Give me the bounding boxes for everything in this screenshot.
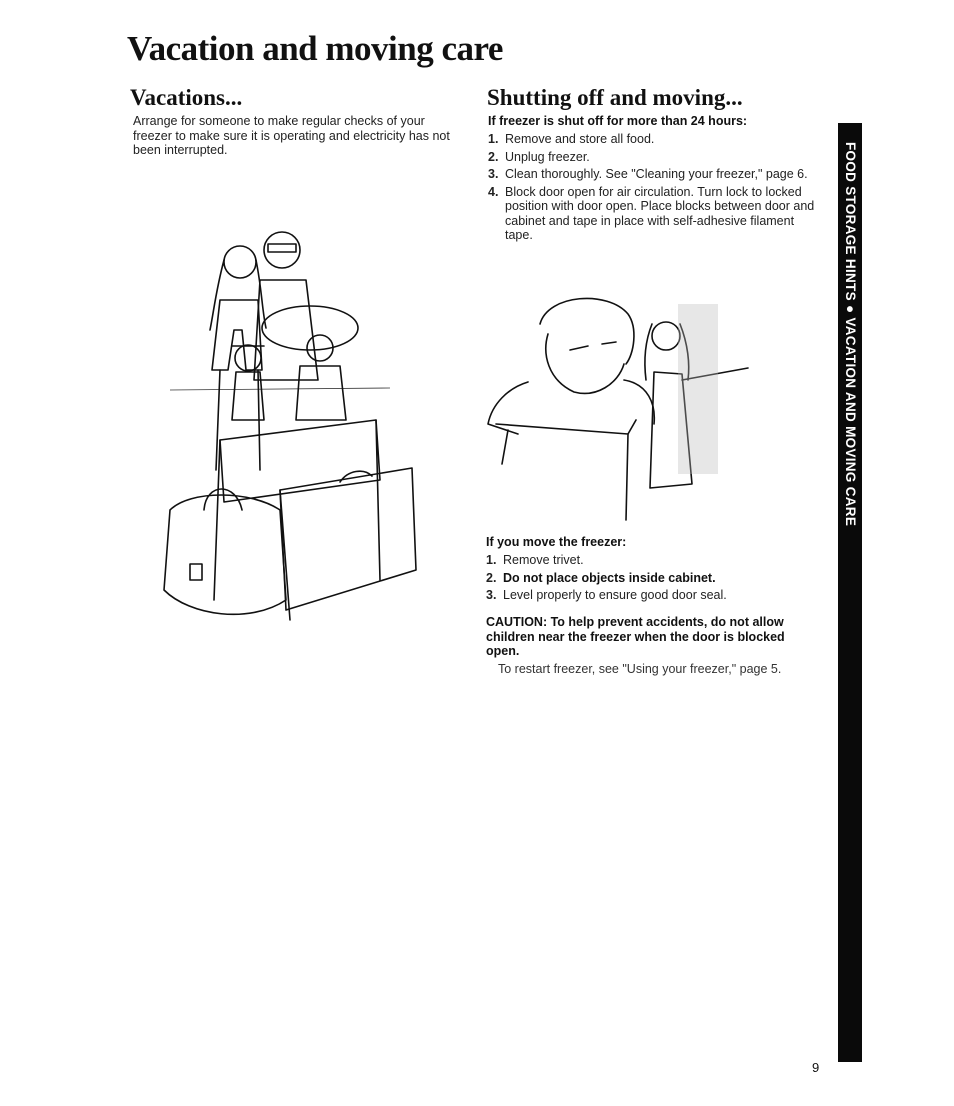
step-number: 4. — [488, 184, 499, 199]
freezer-moving-illustration — [478, 284, 768, 530]
shutoff-subhead: If freezer is shut off for more than 24 … — [488, 114, 748, 128]
list-item: 3. Level properly to ensure good door sea… — [486, 588, 816, 603]
step-number: 1. — [486, 553, 497, 567]
list-item: 2. Do not place objects inside cabinet. — [486, 571, 816, 586]
list-item: 4. Block door open for air circulation. T… — [488, 185, 818, 243]
vacations-heading: Vacations... — [130, 85, 243, 110]
step-text: Remove trivet. — [503, 553, 584, 567]
family-luggage-illustration — [150, 220, 430, 640]
step-number: 1. — [488, 132, 499, 146]
side-tab-label: FOOD STORAGE HINTS ● VACATION AND MOVING… — [843, 142, 858, 527]
moving-heading: Shutting off and moving... — [487, 85, 743, 110]
move-steps-list: 1. Remove trivet. 2. Do not place objects … — [486, 553, 816, 606]
step-number: 3. — [488, 167, 499, 181]
list-item: 1. Remove and store all food. — [488, 132, 818, 147]
list-item: 3. Clean thoroughly. See "Cleaning your f… — [488, 167, 818, 182]
shutoff-steps-list: 1. Remove and store all food. 2. Unplug fr… — [488, 132, 818, 246]
vacations-body: Arrange for someone to make regular chec… — [133, 114, 450, 157]
page-title: Vacation and moving care — [127, 29, 503, 68]
caution-text: CAUTION: To help prevent accidents, do n… — [486, 615, 785, 658]
step-text: Unplug freezer. — [505, 149, 590, 164]
step-number: 3. — [486, 588, 497, 602]
move-subhead: If you move the freezer: — [486, 535, 627, 549]
list-item: 1. Remove trivet. — [486, 553, 816, 568]
side-tab — [838, 123, 862, 1062]
step-number: 2. — [488, 149, 499, 164]
step-number: 2. — [486, 570, 497, 585]
step-text: Remove and store all food. — [505, 132, 655, 146]
step-text: Level properly to ensure good door seal. — [503, 588, 727, 602]
page-number: 9 — [812, 1060, 820, 1075]
step-text: Clean thoroughly. See "Cleaning your fre… — [505, 167, 808, 181]
restart-note: To restart freezer, see "Using your free… — [498, 662, 782, 676]
list-item: 2. Unplug freezer. — [488, 150, 818, 165]
step-text: Do not place objects inside cabinet. — [503, 570, 716, 585]
step-text: Block door open for air circulation. Tur… — [505, 184, 815, 243]
